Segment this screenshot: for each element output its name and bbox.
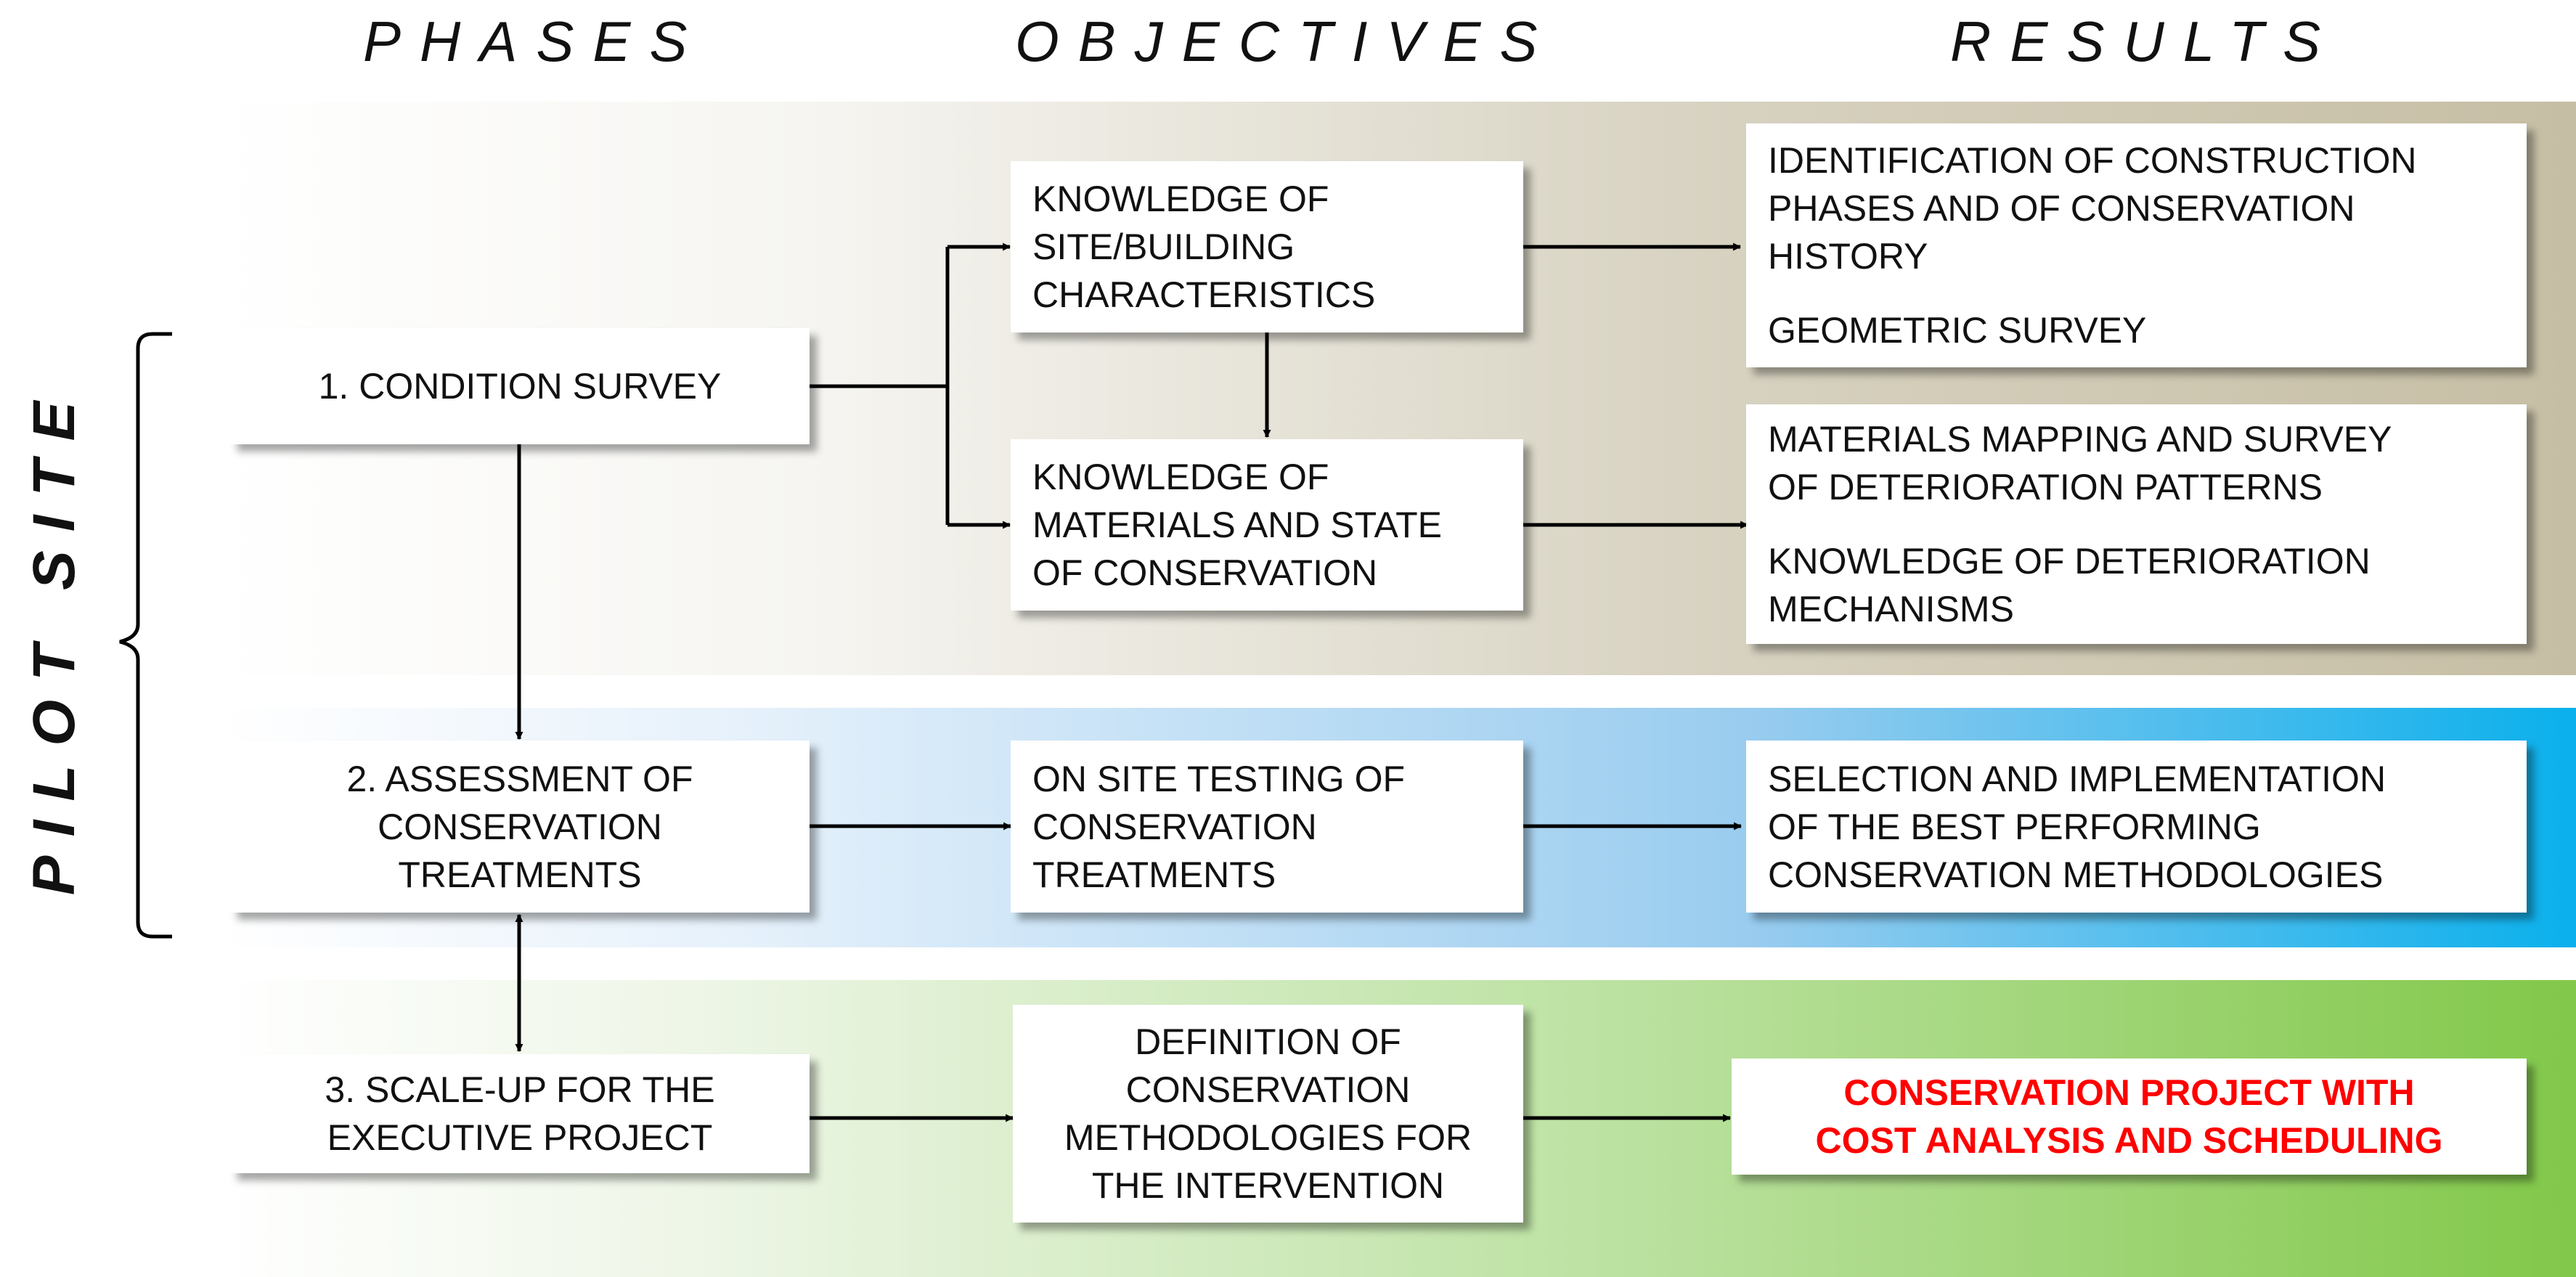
phase-line: 2. ASSESSMENT OF bbox=[346, 758, 693, 799]
result-line: SELECTION AND IMPLEMENTATION bbox=[1768, 758, 2387, 799]
phase-line: CONSERVATION bbox=[378, 806, 662, 847]
phase-assessment: 2. ASSESSMENT OF CONSERVATION TREATMENTS bbox=[230, 741, 810, 913]
objective-line: KNOWLEDGE OF bbox=[1032, 457, 1329, 497]
objective-definition: DEFINITION OF CONSERVATION METHODOLOGIES… bbox=[1013, 1005, 1523, 1223]
objective-line: KNOWLEDGE OF bbox=[1032, 179, 1329, 219]
result-materials-mapping: MATERIALS MAPPING AND SURVEY OF DETERIOR… bbox=[1746, 404, 2527, 644]
result-line: PHASES AND OF CONSERVATION bbox=[1768, 188, 2355, 229]
objective-line: THE INTERVENTION bbox=[1091, 1165, 1445, 1206]
header-results: RESULTS bbox=[1950, 9, 2339, 73]
objective-knowledge-site: KNOWLEDGE OF SITE/BUILDING CHARACTERISTI… bbox=[1011, 161, 1523, 332]
objective-line: TREATMENTS bbox=[1032, 854, 1276, 895]
phase-line: 1. CONDITION SURVEY bbox=[318, 366, 722, 407]
result-line: OF DETERIORATION PATTERNS bbox=[1768, 467, 2323, 507]
objective-knowledge-materials: KNOWLEDGE OF MATERIALS AND STATE OF CONS… bbox=[1011, 439, 1523, 611]
result-identification: IDENTIFICATION OF CONSTRUCTION PHASES AN… bbox=[1746, 123, 2527, 367]
header-phases: PHASES bbox=[363, 9, 706, 73]
objective-line: ON SITE TESTING OF bbox=[1032, 758, 1406, 799]
phase-line: EXECUTIVE PROJECT bbox=[327, 1117, 713, 1158]
phase-condition-survey: 1. CONDITION SURVEY bbox=[230, 328, 810, 444]
objective-line: METHODOLOGIES FOR bbox=[1064, 1117, 1472, 1158]
objective-line: CONSERVATION bbox=[1125, 1069, 1411, 1110]
objective-line: OF CONSERVATION bbox=[1032, 552, 1378, 593]
phase-line: 3. SCALE-UP FOR THE bbox=[325, 1069, 715, 1110]
header-objectives: OBJECTIVES bbox=[1015, 9, 1557, 73]
objective-line: CONSERVATION bbox=[1032, 806, 1317, 847]
result-line: MATERIALS MAPPING AND SURVEY bbox=[1768, 419, 2392, 460]
result-conservation-project: CONSERVATION PROJECT WITH COST ANALYSIS … bbox=[1732, 1058, 2527, 1175]
result-line: MECHANISMS bbox=[1768, 589, 2014, 629]
phase-scale-up: 3. SCALE-UP FOR THE EXECUTIVE PROJECT bbox=[230, 1054, 810, 1173]
result-line: IDENTIFICATION OF CONSTRUCTION bbox=[1768, 140, 2417, 181]
objective-line: SITE/BUILDING bbox=[1032, 227, 1295, 267]
objective-line: DEFINITION OF bbox=[1135, 1021, 1401, 1062]
objective-onsite-testing: ON SITE TESTING OF CONSERVATION TREATMEN… bbox=[1011, 741, 1523, 913]
objective-line: CHARACTERISTICS bbox=[1032, 274, 1376, 315]
result-line: KNOWLEDGE OF DETERIORATION bbox=[1768, 541, 2371, 582]
result-line-highlight: CONSERVATION PROJECT WITH bbox=[1843, 1072, 2415, 1113]
result-line: OF THE BEST PERFORMING bbox=[1768, 806, 2261, 847]
pilot-site-bracket bbox=[119, 332, 172, 939]
result-line: CONSERVATION METHODOLOGIES bbox=[1768, 854, 2384, 895]
result-line-highlight: COST ANALYSIS AND SCHEDULING bbox=[1815, 1120, 2443, 1161]
phase-line: TREATMENTS bbox=[398, 854, 642, 895]
result-selection: SELECTION AND IMPLEMENTATION OF THE BEST… bbox=[1746, 741, 2527, 913]
result-line: GEOMETRIC SURVEY bbox=[1768, 310, 2147, 351]
result-line: HISTORY bbox=[1768, 236, 1928, 277]
objective-line: MATERIALS AND STATE bbox=[1032, 505, 1442, 545]
